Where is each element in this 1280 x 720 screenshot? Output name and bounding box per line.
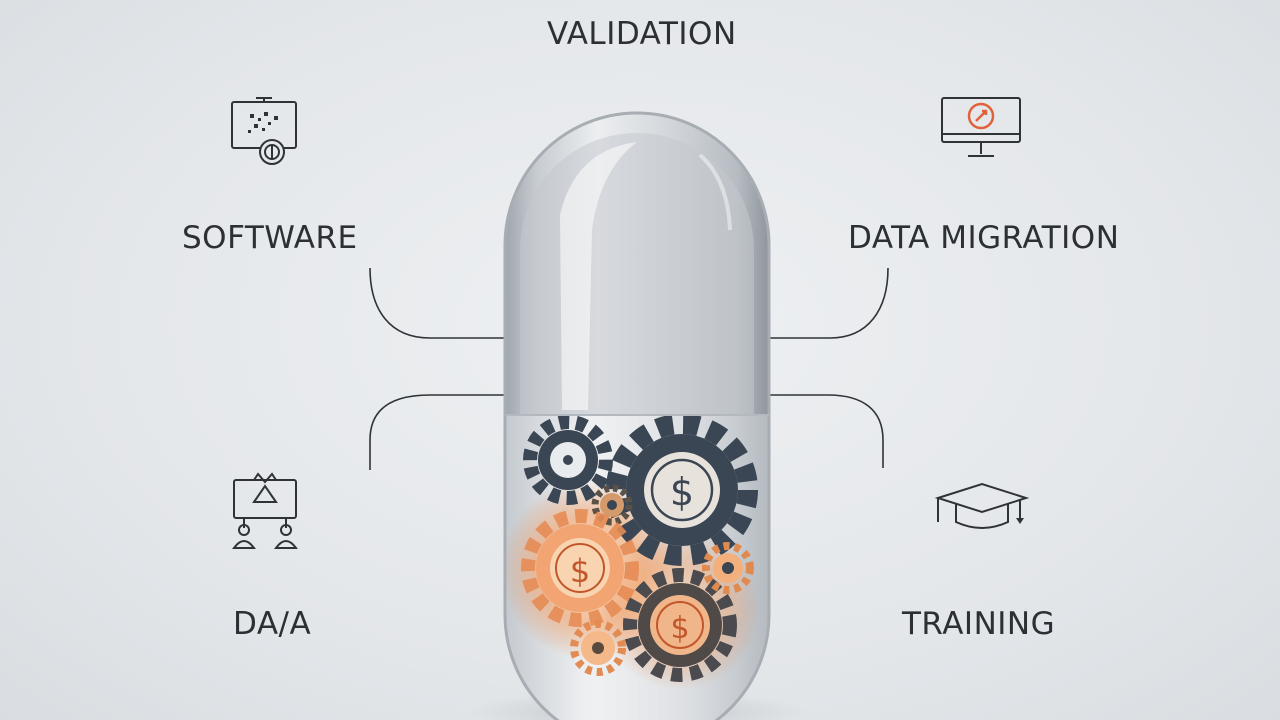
connector-data: [369, 394, 505, 470]
capsule: $ $ $: [503, 111, 771, 720]
gear-right-small-icon: [702, 542, 754, 594]
label-data: DA/A: [233, 606, 312, 642]
monitor-circuit-icon: [231, 97, 297, 165]
svg-text:$: $: [570, 552, 590, 590]
svg-text:$: $: [670, 470, 694, 514]
gear-dark-large-icon: $: [606, 414, 758, 566]
label-software: SOFTWARE: [182, 220, 358, 256]
label-data-migration: DATA MIGRATION: [848, 220, 1120, 256]
gear-bottom-small-icon: [570, 620, 626, 676]
collaboration-screen-icon: [232, 472, 298, 549]
gear-cluster: $ $ $: [505, 414, 760, 690]
monitor-target-icon: [941, 97, 1021, 157]
connector-software: [369, 267, 505, 339]
label-training: TRAINING: [902, 606, 1056, 642]
label-validation: VALIDATION: [547, 16, 737, 52]
connector-training: [769, 394, 884, 468]
svg-text:$: $: [670, 611, 689, 646]
gear-dark-small-icon: [523, 415, 613, 505]
connector-data-migration: [769, 267, 889, 339]
gear-glow-left-icon: $: [521, 509, 639, 627]
connector-lines: [369, 267, 889, 470]
gear-small-icon: [591, 484, 633, 526]
graduation-cap-icon: [934, 482, 1030, 529]
gear-dark-bottom-icon: $: [623, 568, 737, 682]
